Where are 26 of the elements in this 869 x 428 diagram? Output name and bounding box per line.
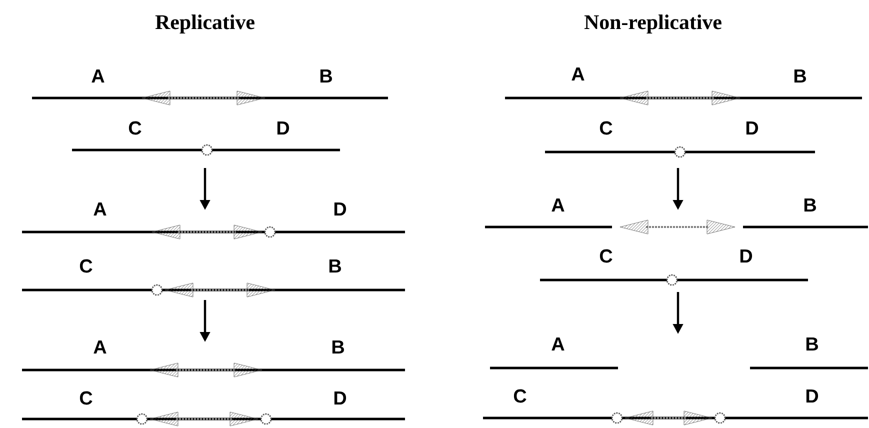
segment-letter: B — [794, 70, 806, 83]
segment-letter: A — [572, 68, 584, 81]
segment-letter: D — [806, 390, 818, 403]
segment-letter: A — [92, 70, 104, 83]
segment-letter: D — [334, 202, 346, 216]
segment-letter: A — [552, 198, 564, 212]
segment-letter: B — [806, 338, 818, 351]
segment-letter: D — [746, 122, 758, 135]
panel-heading: Replicative — [155, 14, 254, 34]
segment-letter: C — [600, 249, 612, 263]
segment-letter: D — [277, 122, 290, 135]
segment-letter: C — [80, 259, 92, 273]
segment-letter: C — [80, 391, 92, 405]
segment-letter: B — [320, 70, 332, 83]
segment-letter: C — [600, 121, 612, 135]
segment-letter: D — [740, 250, 752, 263]
segment-letter: C — [128, 121, 142, 135]
panel-heading: Non-replicative — [584, 14, 722, 34]
segment-letter: A — [94, 340, 106, 354]
segment-letter: D — [334, 392, 346, 405]
segment-letter: B — [329, 260, 341, 273]
segment-letter: B — [804, 198, 816, 212]
segment-letter: A — [94, 202, 106, 216]
segment-letter: A — [552, 338, 564, 351]
segment-letter: B — [332, 340, 344, 354]
segment-letter: C — [514, 389, 526, 403]
